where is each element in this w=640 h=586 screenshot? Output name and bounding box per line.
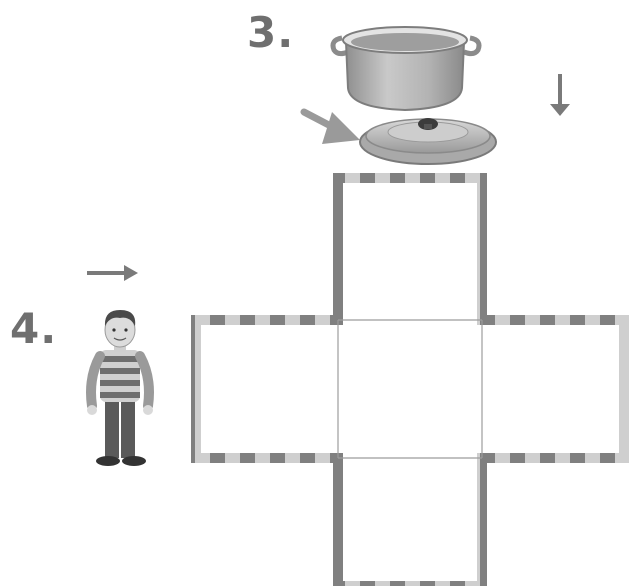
cell-right [484,326,618,454]
cell-center [340,322,480,456]
cell-left [202,326,336,454]
cross-puzzle [196,178,624,586]
lid-pointer-arrow-icon [304,112,360,144]
cell-top [344,184,476,318]
right-arrow-icon [87,265,138,281]
down-arrow-icon [550,74,570,116]
cooking-pot-image [333,27,479,110]
cell-bottom [344,460,476,586]
pot-lid-image [360,118,496,164]
boy-image [87,310,153,466]
